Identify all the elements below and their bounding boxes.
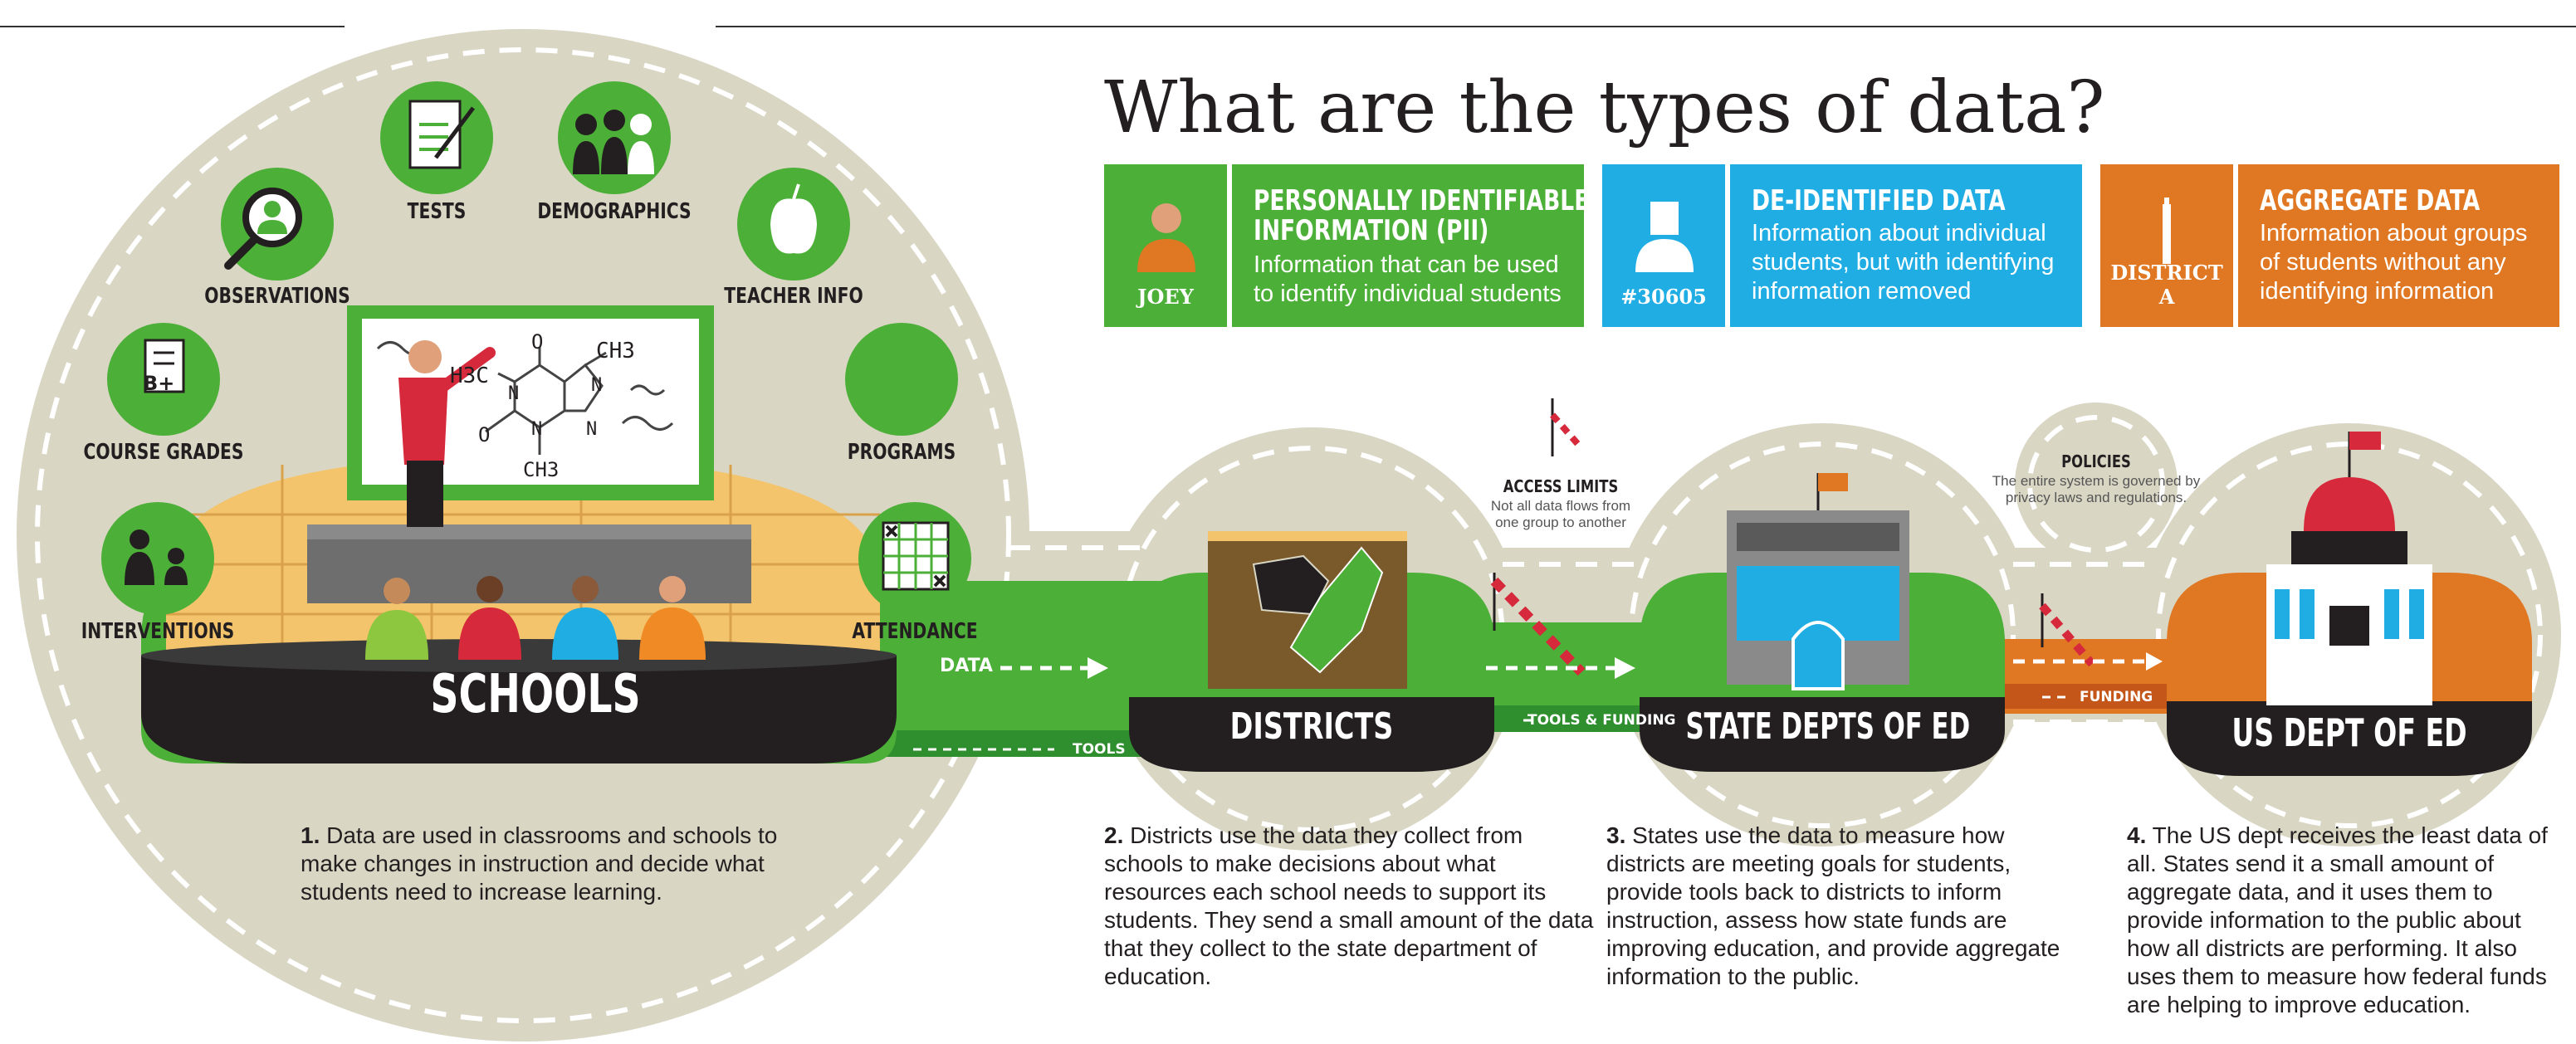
aggregate-title: AGGREGATE DATA [2260, 184, 2481, 217]
description-districts: 2. Districts use the data they collect f… [1104, 822, 1602, 991]
flow-data-label: DATA [940, 656, 993, 676]
category-course-grades: COURSE GRADES [83, 440, 244, 465]
description-schools-text: Data are used in classrooms and schools … [301, 822, 778, 905]
deidentified-description: Information about individual students, b… [1752, 220, 2055, 305]
access-limits-title: ACCESS LIMITS [1503, 476, 1619, 496]
aggregate-tag: DISTRICT A [2110, 261, 2223, 309]
policies-title: POLICIES [2061, 451, 2131, 471]
page-title: What are the types of data? [1104, 66, 2105, 149]
building-icon [2163, 198, 2171, 264]
description-districts-number: 2. [1104, 822, 1124, 848]
aggregate-text-panel: AGGREGATE DATA Information about groups … [2238, 164, 2559, 327]
board-ch3-top: CH3 [596, 339, 635, 363]
stage-schools: SCHOOLS [430, 664, 641, 725]
description-state-text: States use the data to measure how distr… [1606, 822, 2060, 989]
pii-text-panel: PERSONALLY IDENTIFIABLE INFORMATION (PII… [1232, 164, 1589, 327]
top-rule-left [0, 26, 345, 27]
category-demographics: DEMOGRAPHICS [537, 199, 692, 224]
board-n3: N [591, 375, 603, 396]
flow-tools-label: TOOLS [1073, 741, 1126, 758]
stage-us: US DEPT OF ED [2231, 710, 2467, 755]
pii-title-line1: PERSONALLY IDENTIFIABLE [1254, 184, 1590, 217]
top-rule-right [716, 26, 2576, 27]
board-n4: N [586, 419, 598, 440]
board-n1: N [508, 383, 520, 404]
data-type-deidentified: #30605 DE-IDENTIFIED DATA Information ab… [1602, 164, 2082, 327]
board-ch3-bottom: CH3 [523, 458, 560, 481]
stage-state: STATE DEPTS OF ED [1685, 705, 1971, 748]
description-us-number: 4. [2127, 822, 2147, 848]
deidentified-icon-panel: #30605 [1602, 164, 1725, 327]
data-type-pii: JOEY PERSONALLY IDENTIFIABLE INFORMATION… [1104, 164, 1589, 327]
anonymous-person-icon [1635, 202, 1694, 272]
deidentified-text-panel: DE-IDENTIFIED DATA Information about ind… [1730, 164, 2082, 327]
description-districts-text: Districts use the data they collect from… [1104, 822, 1594, 989]
description-state-number: 3. [1606, 822, 1626, 848]
stage-districts: DISTRICTS [1229, 705, 1394, 748]
category-observations: OBSERVATIONS [204, 284, 350, 309]
flow-tools-funding-label: TOOLS & FUNDING [1528, 712, 1676, 729]
description-schools: 1. Data are used in classrooms and schoo… [301, 822, 790, 906]
flow-funding-label: FUNDING [2080, 689, 2153, 705]
category-tests: TESTS [407, 199, 467, 224]
category-teacher-info: TEACHER INFO [724, 284, 863, 309]
aggregate-description: Information about groups of students wit… [2260, 220, 2528, 305]
deidentified-tag: #30605 [1620, 285, 1707, 309]
board-n2: N [531, 419, 543, 440]
data-type-aggregate: DISTRICT A AGGREGATE DATA Information ab… [2100, 164, 2559, 327]
deidentified-title: DE-IDENTIFIED DATA [1752, 184, 2006, 217]
board-o-left: O [478, 423, 491, 446]
pii-description: Information that can be used to identify… [1254, 251, 1562, 307]
pii-icon-panel: JOEY [1104, 164, 1227, 327]
description-us: 4. The US dept receives the least data o… [2127, 822, 2567, 1019]
category-interventions: INTERVENTIONS [81, 619, 235, 644]
person-icon [1137, 203, 1195, 272]
pii-tag: JOEY [1137, 285, 1194, 309]
description-us-text: The US dept receives the least data of a… [2127, 822, 2548, 1017]
policies-note: The entire system is governed by privacy… [1992, 473, 2201, 505]
access-limits-note: Not all data flows from one group to ano… [1490, 498, 1631, 530]
board-h3c: H3C [450, 363, 489, 388]
category-programs: PROGRAMS [847, 440, 956, 465]
board-o-top: O [531, 330, 544, 354]
category-attendance: ATTENDANCE [852, 619, 978, 644]
aggregate-icon-panel: DISTRICT A [2100, 164, 2233, 327]
pii-title-line2: INFORMATION (PII) [1254, 214, 1489, 247]
description-state: 3. States use the data to measure how di… [1606, 822, 2088, 991]
description-schools-number: 1. [301, 822, 320, 848]
grade-badge: B+ [143, 372, 175, 395]
